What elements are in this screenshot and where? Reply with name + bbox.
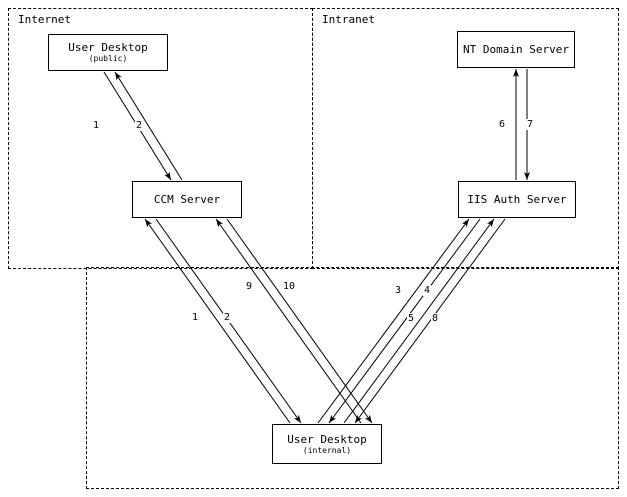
edge-label-edge-2-internal: 2 <box>223 312 232 323</box>
node-title: IIS Auth Server <box>467 193 567 206</box>
node-subtitle: (public) <box>88 54 128 63</box>
edge-label-edge-1-public: 1 <box>92 120 101 131</box>
zone-intranet <box>312 8 619 269</box>
node-user-desktop-internal[interactable]: User Desktop (internal) <box>272 424 382 464</box>
node-nt-domain-server[interactable]: NT Domain Server <box>457 31 575 68</box>
edge-label-edge-10: 10 <box>282 281 297 292</box>
node-ccm-server[interactable]: CCM Server <box>132 181 242 218</box>
edge-label-edge-7: 7 <box>526 119 535 130</box>
edge-line-4 <box>328 218 481 424</box>
edge-line-5 <box>343 218 495 424</box>
edge-line-1 <box>144 218 291 424</box>
edge-label-edge-6: 6 <box>498 119 507 130</box>
edge-line-2 <box>114 71 183 181</box>
zone-label-intranet: Intranet <box>322 13 375 26</box>
edge-label-edge-4: 4 <box>423 285 432 296</box>
node-iis-auth-server[interactable]: IIS Auth Server <box>458 181 576 218</box>
edge-line-10 <box>226 218 373 424</box>
edge-line-3 <box>317 218 470 424</box>
node-title: User Desktop <box>68 41 148 54</box>
edge-label-edge-1-internal: 1 <box>191 312 200 323</box>
edge-label-edge-5: 5 <box>407 313 416 324</box>
node-user-desktop-public[interactable]: User Desktop (public) <box>48 34 168 71</box>
edge-label-edge-2-public: 2 <box>135 120 144 131</box>
edge-line-8 <box>354 218 506 424</box>
zone-label-internet: Internet <box>18 13 71 26</box>
node-title: CCM Server <box>153 193 221 206</box>
edge-line-9 <box>215 218 362 424</box>
edge-label-edge-9: 9 <box>245 281 254 292</box>
node-subtitle: (internal) <box>302 445 352 455</box>
edge-label-edge-3: 3 <box>394 285 403 296</box>
node-title: User Desktop <box>287 432 367 446</box>
node-title: NT Domain Server <box>463 43 569 56</box>
edge-label-edge-8: 8 <box>431 313 440 324</box>
zone-internal <box>86 267 619 489</box>
